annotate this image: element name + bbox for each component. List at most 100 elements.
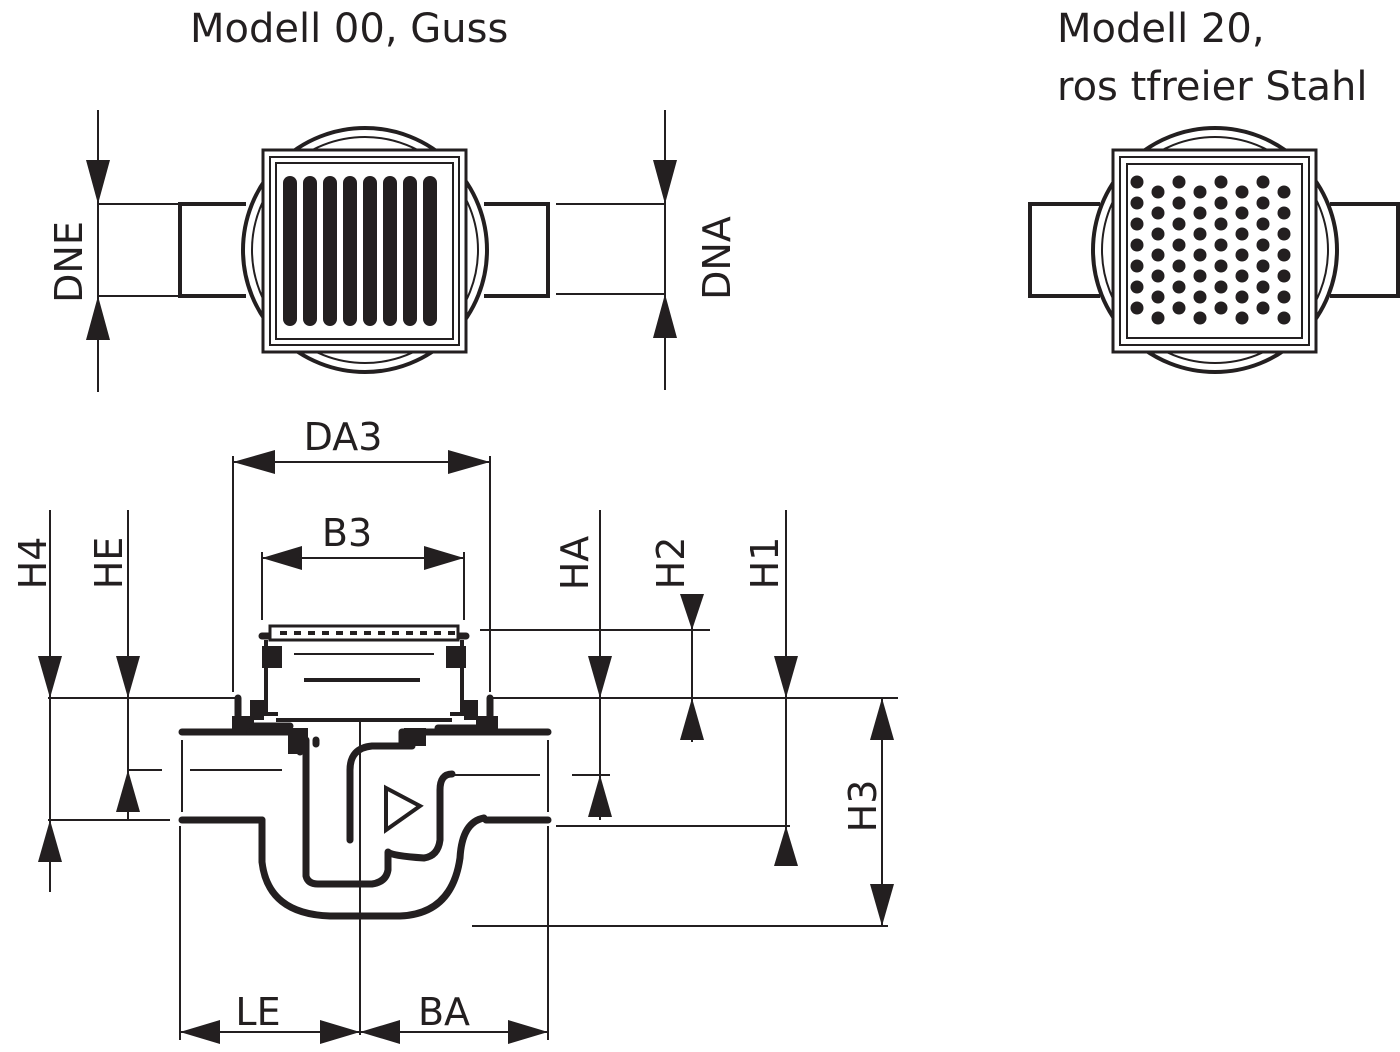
perforation-hole (1151, 269, 1165, 283)
slotted-grate (283, 176, 437, 326)
da3-label: DA3 (304, 415, 383, 459)
perforation-hole (1214, 238, 1228, 252)
perforation-hole (1277, 248, 1291, 262)
dim-h3: H3 (841, 698, 894, 926)
perforation-hole (1214, 175, 1228, 189)
he-label: HE (87, 537, 131, 590)
title-model-20-line1: Modell 20, (1057, 6, 1265, 52)
perforation-hole (1256, 238, 1270, 252)
dim-dne: DNE (47, 110, 180, 392)
dim-dna: DNA (556, 110, 739, 390)
perforation-hole (1277, 311, 1291, 325)
perforation-hole (1193, 248, 1207, 262)
grate-slot (322, 631, 329, 635)
grate-slot (434, 631, 441, 635)
perforation-hole (1172, 196, 1186, 210)
dim-h4: H4 (11, 510, 62, 892)
perforation-hole (1235, 269, 1249, 283)
perforation-hole (1130, 196, 1144, 210)
grate-slot (406, 631, 413, 635)
perforation-hole (1193, 227, 1207, 241)
le-label: LE (235, 990, 280, 1034)
perforation-hole (1130, 175, 1144, 189)
inlet-pipe-left-20 (1028, 202, 1100, 298)
perforation-hole (1214, 217, 1228, 231)
grate-section (280, 631, 455, 635)
perforation-hole (1193, 206, 1207, 220)
perforation-hole (1151, 185, 1165, 199)
perforation-hole (1277, 227, 1291, 241)
perforation-hole (1172, 280, 1186, 294)
perforation-hole (1172, 238, 1186, 252)
dim-he: HE (87, 510, 140, 820)
perforation-hole (1151, 248, 1165, 262)
dim-da3: DA3 (232, 415, 491, 692)
perforation-hole (1193, 290, 1207, 304)
perforation-hole (1256, 196, 1270, 210)
title-model-00: Modell 00, Guss (190, 6, 509, 52)
section-view: DA3 B3 H4 HE (11, 415, 898, 1044)
perforation-hole (1256, 217, 1270, 231)
grate-slot (448, 631, 455, 635)
grate-slot (308, 631, 315, 635)
perforation-hole (1235, 290, 1249, 304)
dim-le-ba: LE BA (179, 826, 549, 1044)
h2-label: H2 (649, 537, 693, 590)
top-view-model-20 (1028, 126, 1400, 374)
dne-label: DNE (47, 221, 91, 303)
grate-slot (392, 631, 399, 635)
outlet-pipe-right (484, 202, 550, 298)
grate-slot (294, 631, 301, 635)
perforated-grate (1130, 175, 1291, 325)
perforation-hole (1193, 311, 1207, 325)
drain-body-circle (241, 126, 489, 374)
perforation-hole (1277, 269, 1291, 283)
ba-label: BA (418, 990, 470, 1034)
perforation-hole (1235, 185, 1249, 199)
b3-label: B3 (322, 511, 372, 555)
grate-slot (378, 631, 385, 635)
perforation-hole (1256, 259, 1270, 273)
outlet-pipe-right-20 (1330, 202, 1400, 298)
perforation-hole (1151, 206, 1165, 220)
perforation-hole (1172, 301, 1186, 315)
perforation-hole (1130, 217, 1144, 231)
h1-label: H1 (743, 537, 787, 590)
grate-slot (420, 631, 427, 635)
perforation-hole (1214, 259, 1228, 273)
ha-label: HA (553, 536, 597, 591)
perforation-hole (1130, 280, 1144, 294)
perforation-hole (1235, 206, 1249, 220)
perforation-hole (1172, 217, 1186, 231)
grate-slot (364, 631, 371, 635)
perforation-hole (1151, 311, 1165, 325)
perforation-hole (1193, 185, 1207, 199)
grate-slot (336, 631, 343, 635)
perforation-hole (1277, 206, 1291, 220)
dim-ha: HA (553, 510, 612, 820)
perforation-hole (1151, 290, 1165, 304)
dim-b3: B3 (261, 511, 465, 620)
perforation-hole (1256, 301, 1270, 315)
perforation-hole (1256, 280, 1270, 294)
perforation-hole (1235, 227, 1249, 241)
perforation-hole (1235, 248, 1249, 262)
top-view-model-00: DNE DNA (47, 110, 739, 392)
perforation-hole (1130, 238, 1144, 252)
perforation-hole (1214, 301, 1228, 315)
dim-h1: H1 (743, 510, 798, 866)
dna-label: DNA (695, 216, 739, 300)
grate-slot (280, 631, 287, 635)
perforation-hole (1130, 259, 1144, 273)
inlet-pipe-left (178, 202, 246, 298)
grate-slot (350, 631, 357, 635)
perforation-hole (1214, 196, 1228, 210)
h4-label: H4 (11, 537, 55, 590)
perforation-hole (1214, 280, 1228, 294)
dim-h2: H2 (649, 537, 704, 742)
perforation-hole (1172, 175, 1186, 189)
h3-label: H3 (841, 780, 885, 833)
perforation-hole (1277, 290, 1291, 304)
perforation-hole (1256, 175, 1270, 189)
